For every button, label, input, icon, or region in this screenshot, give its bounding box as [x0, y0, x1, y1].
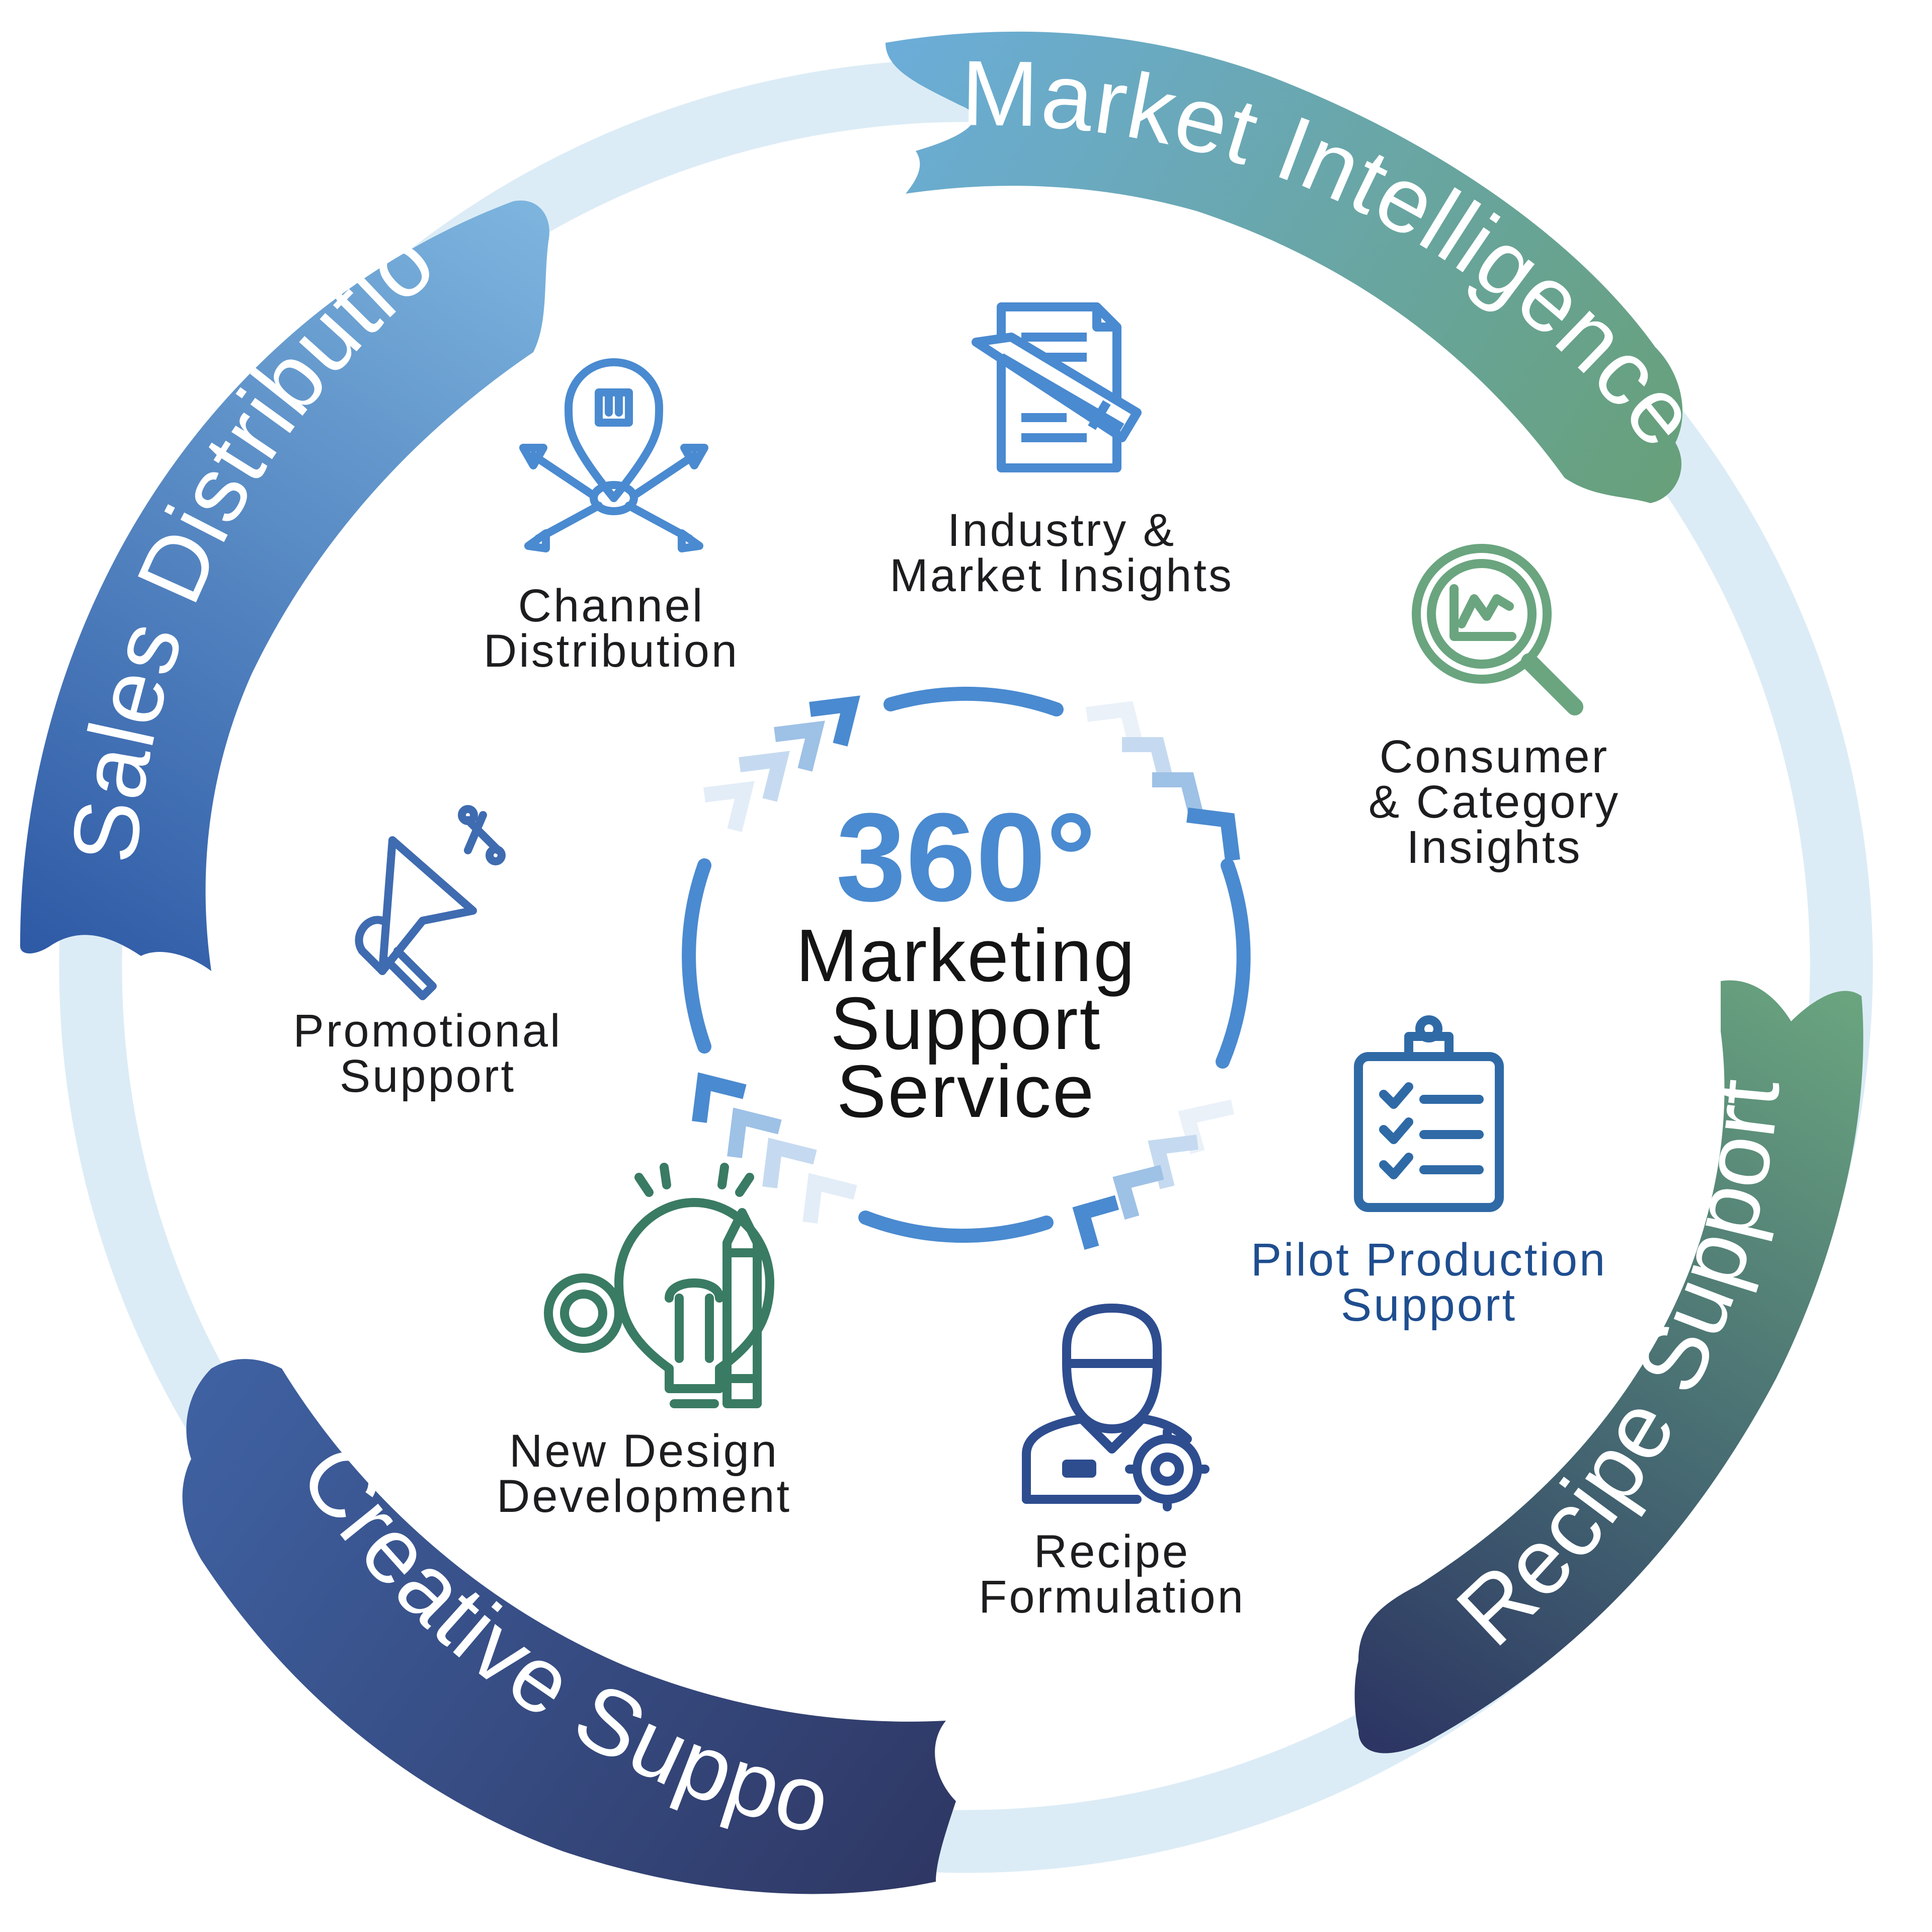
label-promo-line2: Support	[340, 1051, 516, 1102]
label-design-line1: New Design	[509, 1425, 779, 1477]
label-recipe-line1: Recipe	[1034, 1526, 1190, 1577]
label-pilot-line1: Pilot Production	[1251, 1234, 1607, 1285]
magnifier-chart-icon	[1412, 544, 1583, 715]
inner-cycle	[682, 686, 1251, 1243]
label-industry-market-insights: Industry & Market Insights	[890, 505, 1234, 601]
band-market-intelligence[interactable]: Market Intelligence	[886, 31, 1719, 504]
label-new-design-development: New Design Development	[497, 1425, 791, 1522]
chevrons-top-left	[703, 695, 860, 832]
chevron-tl-2	[774, 720, 825, 772]
label-industry-line2: Market Insights	[890, 550, 1234, 601]
center-line-2: Support	[830, 982, 1101, 1065]
chevron-bl-2	[727, 1107, 782, 1158]
label-recipe-line2: Formulation	[979, 1571, 1245, 1623]
band-recipe-support-shape	[1354, 980, 1864, 1753]
label-industry-line1: Industry &	[947, 505, 1176, 556]
label-channel-line1: Channel	[518, 580, 705, 631]
label-promo-line1: Promotional	[293, 1005, 562, 1057]
band-creative-support-shape	[182, 1359, 956, 1894]
chevron-tl-1	[809, 695, 860, 747]
label-channel-line2: Distribution	[484, 625, 739, 677]
chevron-tr-4	[1186, 808, 1240, 861]
chevron-bl-4	[802, 1173, 857, 1224]
chevron-br-4	[1072, 1195, 1119, 1250]
chevron-bl-1	[692, 1072, 747, 1123]
location-pin-arrows-icon	[519, 358, 708, 552]
label-consumer-category-insights: Consumer & Category Insights	[1369, 731, 1620, 873]
inner-arc-top	[883, 686, 1064, 716]
chevron-tl-3	[739, 751, 790, 802]
center-line-1: Marketing	[796, 914, 1137, 997]
band-sales-distribution[interactable]: Sales Distribution	[0, 0, 549, 971]
center-line-3: Service	[837, 1050, 1096, 1133]
band-sales-distribution-shape	[20, 200, 549, 971]
chevron-tl-4	[703, 781, 755, 832]
chevrons-top-right	[1086, 701, 1240, 861]
label-consumer-line1: Consumer	[1380, 731, 1609, 782]
document-pencil-icon	[972, 302, 1142, 472]
inner-arc-bottom	[858, 1211, 1054, 1243]
lightbulb-gear-pencil-icon	[544, 1163, 774, 1408]
megaphone-percent-icon	[355, 805, 506, 1000]
label-promotional-support: Promotional Support	[293, 1005, 562, 1102]
band-market-intelligence-shape	[886, 31, 1683, 504]
inner-arc-right	[1216, 858, 1251, 1069]
chevrons-bottom-right	[1072, 1099, 1235, 1250]
label-consumer-line3: Insights	[1406, 822, 1582, 873]
label-pilot-line2: Support	[1341, 1279, 1517, 1331]
chevrons-bottom-left	[692, 1072, 857, 1224]
chevron-br-3	[1112, 1165, 1164, 1220]
clipboard-checklist-icon	[1354, 1015, 1504, 1212]
chevron-tr-2	[1122, 737, 1175, 787]
chevron-br-2	[1148, 1135, 1198, 1189]
chevron-tr-1	[1086, 701, 1145, 752]
label-recipe-formulation: Recipe Formulation	[979, 1526, 1245, 1623]
inner-arc-left	[682, 858, 711, 1054]
center-title: 360° Marketing Support Service	[796, 787, 1137, 1133]
label-design-line2: Development	[497, 1471, 791, 1522]
label-consumer-line2: & Category	[1369, 776, 1620, 828]
label-pilot-production-support: Pilot Production Support	[1251, 1234, 1607, 1331]
chevron-bl-3	[762, 1138, 817, 1188]
label-channel-distribution: Channel Distribution	[484, 580, 739, 677]
engineer-gear-icon	[1022, 1304, 1210, 1511]
chevron-tr-3	[1152, 772, 1205, 822]
center-degrees: 360°	[836, 787, 1096, 927]
